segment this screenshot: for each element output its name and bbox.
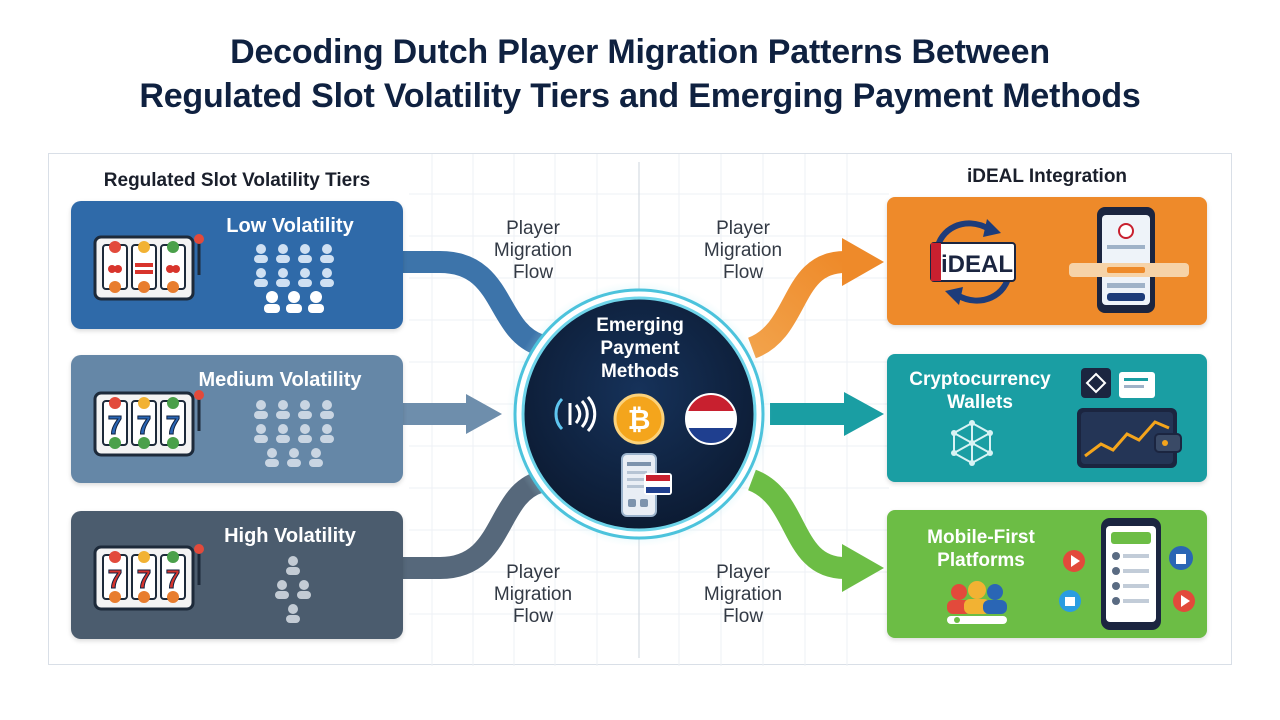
method-label-mobile: Mobile-First Platforms — [901, 526, 1061, 572]
svg-text:₿: ₿ — [628, 404, 651, 435]
video-icon — [1173, 590, 1195, 612]
payment-methods-hub: ₿ — [506, 281, 772, 547]
phone-payment-icon — [1069, 207, 1189, 313]
flow-label-text: Player Migration Flow — [703, 218, 783, 283]
reel-symbol: 7 — [166, 410, 180, 440]
tier-card-medium: Medium Volatility 7 7 7 — [71, 355, 403, 483]
ideal-logo-text: iDEAL — [941, 251, 1013, 278]
method-label-crypto-text: Cryptocurrency Wallets — [909, 369, 1051, 413]
title-line-1: Decoding Dutch Player Migration Patterns… — [230, 33, 1050, 71]
method-label-mobile-text: Mobile-First Platforms — [927, 527, 1035, 571]
method-card-mobile: Mobile-First Platforms — [887, 510, 1207, 638]
flow-arrow-ideal — [747, 251, 846, 359]
reel-symbol: 7 — [137, 410, 151, 440]
mobile-payment-icon — [621, 453, 672, 517]
flow-label-text: Player Migration Flow — [493, 218, 573, 283]
player-group-icon — [254, 244, 334, 313]
method-card-crypto: Cryptocurrency Wallets — [887, 354, 1207, 482]
right-section-heading: iDEAL Integration — [966, 166, 1128, 187]
ideal-logo-icon: iDEAL — [930, 219, 1016, 305]
like-icon — [1059, 590, 1081, 612]
community-users-icon — [947, 581, 1007, 624]
flow-arrow-mobile — [747, 469, 846, 579]
reel-symbol: 7 — [108, 564, 122, 594]
flow-arrow-high — [403, 471, 545, 579]
nfc-icon — [554, 395, 597, 433]
flow-arrowhead-medium — [466, 394, 502, 434]
hub-label-text: Emerging Payment Methods — [596, 315, 684, 382]
reel-symbol: 7 — [166, 564, 180, 594]
hub-label: Emerging Payment Methods — [560, 314, 720, 383]
mobile-app-icon — [1059, 518, 1195, 630]
hub-circle: ₿ — [506, 281, 772, 547]
netherlands-flag-icon — [685, 393, 737, 445]
player-group-icon — [275, 556, 311, 623]
slot-machine-icon: 7 7 7 — [93, 544, 204, 611]
slot-machine-icon — [93, 234, 204, 301]
player-group-icon — [254, 400, 334, 467]
flow-arrowhead-mobile — [842, 544, 884, 592]
method-card-ideal: iDEAL — [887, 197, 1207, 325]
tier-card-high: High Volatility 7 7 7 — [71, 511, 403, 639]
flow-arrowhead-crypto — [844, 392, 884, 436]
title-line-2: Regulated Slot Volatility Tiers and Emer… — [139, 77, 1141, 115]
tier-label-high: High Volatility — [224, 525, 356, 547]
tier-label-medium: Medium Volatility — [198, 369, 362, 391]
left-section-heading: Regulated Slot Volatility Tiers — [103, 170, 371, 191]
like-icon — [1169, 546, 1193, 570]
slot-machine-icon: 7 7 7 — [93, 390, 204, 457]
tier-card-low: Low Volatility — [71, 201, 403, 329]
tier-label-low: Low Volatility — [226, 215, 354, 237]
flow-label-bottom-right: Player Migration Flow — [683, 562, 803, 628]
blockchain-network-icon — [951, 420, 993, 466]
flow-label-top-left: Player Migration Flow — [473, 218, 593, 284]
crypto-wallet-icon — [1077, 368, 1182, 468]
flow-label-bottom-left: Player Migration Flow — [473, 562, 593, 628]
method-label-crypto: Cryptocurrency Wallets — [895, 368, 1065, 414]
bitcoin-icon: ₿ — [613, 393, 665, 445]
flow-label-text: Player Migration Flow — [493, 562, 573, 627]
flow-label-text: Player Migration Flow — [703, 562, 783, 627]
reel-symbol: 7 — [108, 410, 122, 440]
page-title: Decoding Dutch Player Migration Patterns… — [0, 30, 1280, 118]
flow-arrowhead-ideal — [842, 238, 884, 286]
flow-arrow-low — [403, 251, 545, 356]
reel-symbol: 7 — [137, 564, 151, 594]
video-icon — [1063, 550, 1085, 572]
flow-label-top-right: Player Migration Flow — [683, 218, 803, 284]
